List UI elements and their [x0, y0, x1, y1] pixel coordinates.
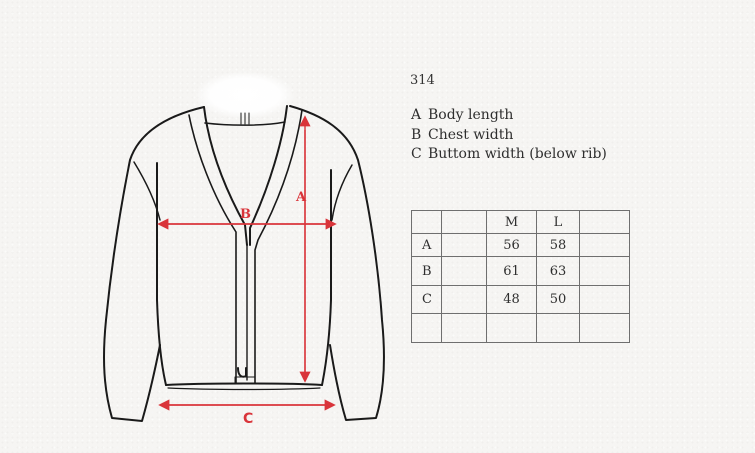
table-cell — [441, 313, 487, 343]
table-row: B 61 63 — [411, 256, 630, 286]
table-cell: 48 — [486, 285, 537, 314]
legend-item-c: C Buttom width (below rib) — [411, 145, 607, 165]
table-row — [411, 313, 630, 343]
measurement-legend: A Body length B Chest width C Buttom width … — [411, 106, 607, 165]
legend-label: Body length — [428, 107, 514, 123]
legend-key: A — [411, 107, 422, 123]
table-cell: 58 — [536, 233, 580, 257]
row-label: A — [411, 233, 442, 257]
size-table: M L A 56 58 B 61 63 C 48 50 — [411, 210, 630, 343]
table-row: A 56 58 — [411, 233, 630, 257]
row-label: C — [411, 285, 442, 314]
table-cell — [579, 313, 630, 343]
label-b: B — [240, 207, 251, 222]
table-header-cell — [411, 210, 442, 234]
table-cell — [486, 313, 537, 343]
legend-key: C — [411, 146, 422, 162]
legend-key: B — [411, 126, 422, 143]
legend-item-a: A Body length — [411, 106, 607, 126]
table-cell: 56 — [486, 233, 537, 257]
article-number: 314 — [410, 73, 435, 88]
table-cell: 61 — [486, 256, 537, 286]
row-label: B — [411, 256, 442, 286]
cardigan-illustration: A B C — [103, 71, 385, 427]
legend-label: Chest width — [428, 126, 514, 143]
table-cell — [579, 285, 630, 314]
table-cell — [579, 256, 630, 286]
label-c: C — [243, 411, 253, 427]
table-cell: 50 — [536, 285, 580, 314]
table-cell: 63 — [536, 256, 580, 286]
row-label — [411, 313, 442, 343]
measurement-a: A — [295, 115, 311, 383]
table-header-cell — [579, 210, 630, 234]
measurement-b: B — [157, 207, 337, 230]
table-cell — [536, 313, 580, 343]
table-cell — [441, 256, 487, 286]
table-header-cell: L — [536, 210, 580, 234]
table-header-row: M L — [411, 210, 630, 234]
table-header-cell — [441, 210, 487, 234]
table-cell — [579, 233, 630, 257]
legend-item-b: B Chest width — [411, 126, 607, 146]
measurement-c: C — [158, 399, 336, 427]
table-cell — [441, 285, 487, 314]
table-header-cell: M — [486, 210, 537, 234]
label-a: A — [295, 190, 307, 205]
legend-label: Buttom width (below rib) — [428, 146, 607, 162]
neck-highlight — [195, 71, 295, 119]
table-row: C 48 50 — [411, 285, 630, 314]
cardigan-outline — [103, 105, 385, 422]
table-cell — [441, 233, 487, 257]
